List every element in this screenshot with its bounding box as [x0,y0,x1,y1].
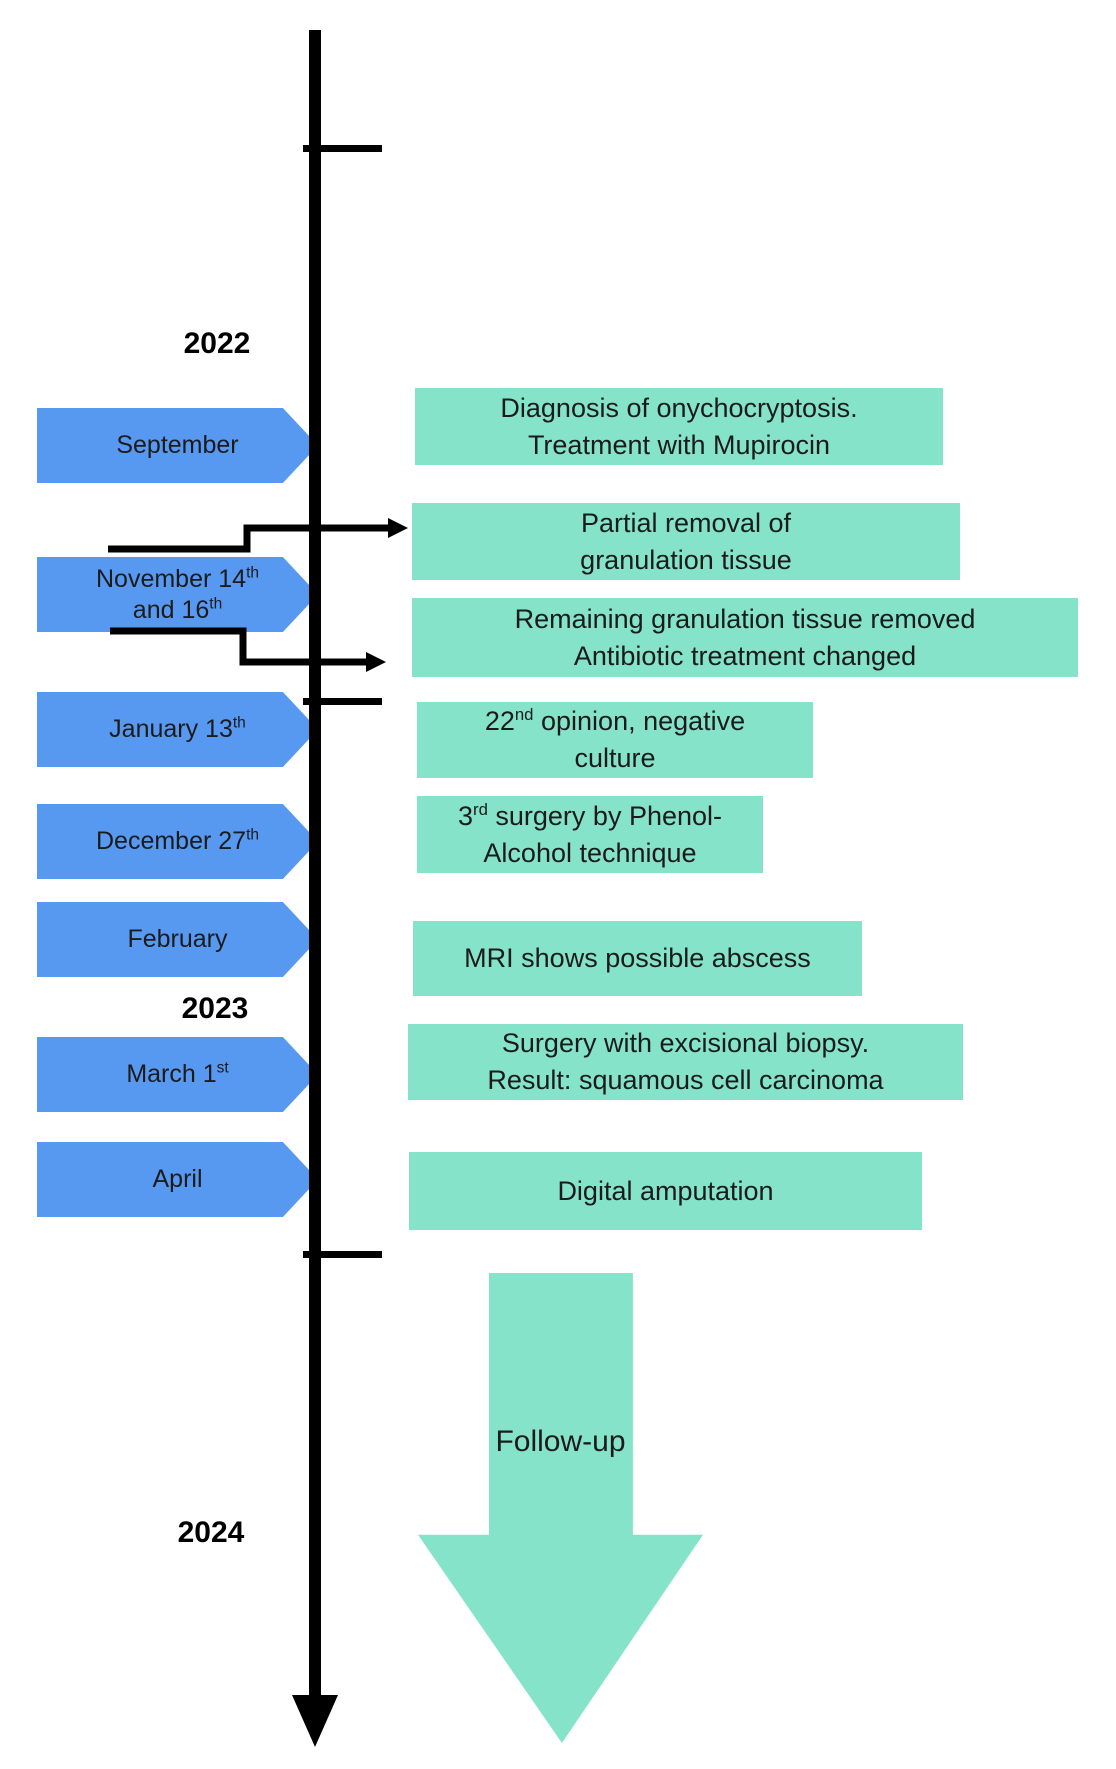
event-box-partial-removal: Partial removal of granulation tissue [412,503,960,580]
event-box-text-line2: Result: squamous cell carcinoma [487,1065,884,1095]
date-arrow-february: February [37,902,318,977]
date-arrow-november-14-16: November 14th and 16th [37,557,318,632]
year-label-2022: 2022 [183,327,251,360]
date-arrow-march-1: March 1st [37,1037,318,1112]
event-box-text-line2: granulation tissue [580,544,792,575]
event-box-text: MRI shows possible abscess [464,943,811,973]
date-arrow-label: December 27th [95,826,259,855]
event-box-text: 22nd opinion, negative [484,705,746,736]
event-box-remaining-tissue: Remaining granulation tissue removed Ant… [412,598,1078,677]
year-label-2023: 2023 [181,992,249,1025]
date-arrow-january-13: January 13th [37,692,318,767]
event-box-text: 3rd surgery by Phenol- [457,799,723,831]
event-box-text-line2: culture [574,743,656,773]
timeline-tick-3 [303,1251,382,1258]
event-box-second-opinion: 22nd opinion, negative culture [417,702,813,778]
followup-arrow [418,1273,703,1743]
timeline-axis-arrowhead-icon [292,1695,338,1747]
followup-label: Follow-up [495,1425,626,1458]
date-arrow-label: January 13th [109,714,246,743]
event-box-text: Remaining granulation tissue removed [514,603,976,634]
date-arrow-label: November 14th [95,564,259,593]
date-arrow-april: April [37,1142,318,1217]
date-arrow-september: September [37,408,318,483]
timeline-tick-2 [303,698,382,705]
connector-arrow-upper [108,518,408,553]
date-arrow-label-line2: and 16th [132,595,223,624]
event-box-diagnosis: Diagnosis of onychocryptosis. Treatment … [415,388,943,465]
date-arrow-label: February [127,925,228,953]
event-box-text: Diagnosis of onychocryptosis. [500,392,858,423]
event-box-digital-amputation: Digital amputation [409,1152,922,1230]
event-box-text: Surgery with excisional biopsy. [501,1028,870,1058]
connector-arrow-lower [110,627,386,672]
year-label-2024: 2024 [177,1516,245,1549]
date-arrow-label: March 1st [126,1059,229,1088]
event-box-text: Digital amputation [557,1175,774,1206]
event-box-mri: MRI shows possible abscess [413,921,862,996]
date-arrow-label: September [116,431,239,459]
date-arrow-december-27: December 27th [37,804,318,879]
timeline-axis [309,30,321,1697]
event-box-third-surgery: 3rd surgery by Phenol- Alcohol technique [417,796,763,873]
event-box-text-line2: Antibiotic treatment changed [573,640,917,671]
timeline-tick-1 [303,145,382,152]
date-arrow-label: April [152,1165,203,1193]
event-box-excisional-biopsy: Surgery with excisional biopsy. Result: … [408,1024,963,1100]
event-box-text-line2: Treatment with Mupirocin [527,429,831,460]
event-box-text: Partial removal of [580,507,792,538]
event-box-text-line2: Alcohol technique [483,837,697,868]
